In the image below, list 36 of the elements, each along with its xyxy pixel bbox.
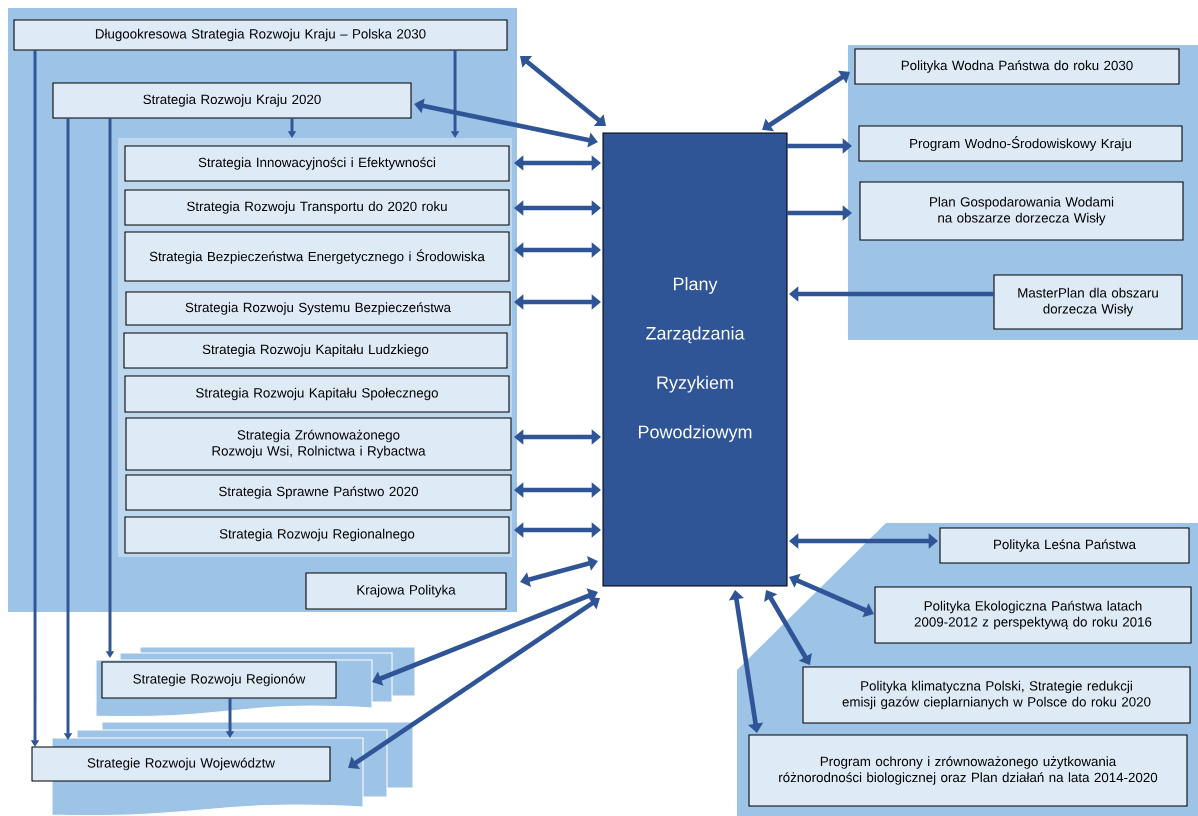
arrow xyxy=(514,429,601,445)
arrow xyxy=(514,482,601,498)
arrow xyxy=(514,155,601,171)
arrow xyxy=(348,596,600,770)
text-box: Długookresowa Strategia Rozwoju Kraju – Polska 2030 xyxy=(13,19,508,51)
text-box: Polityka Leśna Państwa xyxy=(939,527,1190,564)
text-box: Plan Gospodarowania Wodami na obszarze dorzecza Wisły xyxy=(859,181,1184,241)
text-box: Krajowa Polityka xyxy=(305,572,507,610)
text-box: Strategia Rozwoju Kapitału Ludzkiego xyxy=(123,332,508,369)
text-box: Strategia Rozwoju Regionalnego xyxy=(124,516,510,554)
text-box: Strategia Bezpieczeństwa Energetycznego i Środowiska xyxy=(124,231,510,282)
arrow xyxy=(372,588,598,686)
arrow xyxy=(728,590,764,733)
text-box: MasterPlan dla obszaru dorzecza Wisły xyxy=(993,274,1183,330)
text-box: Strategia Rozwoju Kraju 2020 xyxy=(52,82,412,119)
text-box: Strategie Rozwoju Regionów xyxy=(101,661,337,699)
text-box: Polityka Ekologiczna Państwa latach 2009-2012 z perspektywą do roku 2016 xyxy=(874,586,1192,644)
text-box: Polityka Wodna Państwa do roku 2030 xyxy=(854,48,1180,85)
arrow xyxy=(762,70,850,132)
arrow xyxy=(789,533,938,549)
text-box: Strategia Rozwoju Kapitału Społecznego xyxy=(124,375,510,413)
arrow xyxy=(514,522,601,538)
arrow xyxy=(514,294,601,310)
text-box: Strategia Sprawne Państwo 2020 xyxy=(125,474,512,511)
text-box: Strategia Innowacyjności i Efektywności xyxy=(124,145,510,182)
text-box: Polityka klimatyczna Polski, Strategie redukcji emisji gazów cieplarnianych w Polsce do roku 2020 xyxy=(802,666,1191,724)
arrow xyxy=(520,556,598,587)
arrow xyxy=(514,200,601,216)
text-box: Strategia Rozwoju Transportu do 2020 roku xyxy=(124,189,510,226)
arrow xyxy=(764,590,812,665)
text-box: Strategia Rozwoju Systemu Bezpieczeństwa xyxy=(125,291,511,326)
arrow xyxy=(514,242,601,258)
central-box: Plany Zarządzania Ryzykiem Powodziowym xyxy=(602,132,788,587)
text-box: Program ochrony i zrównoważonego użytkowania różnorodności biologicznej oraz Plan działań na lata 2014-2020 xyxy=(748,734,1188,807)
text-box: Strategia Zrównoważonego Rozwoju Wsi, Rolnictwa i Rybactwa xyxy=(125,417,512,471)
text-box: Program Wodno-Środowiskowy Kraju xyxy=(858,125,1183,162)
